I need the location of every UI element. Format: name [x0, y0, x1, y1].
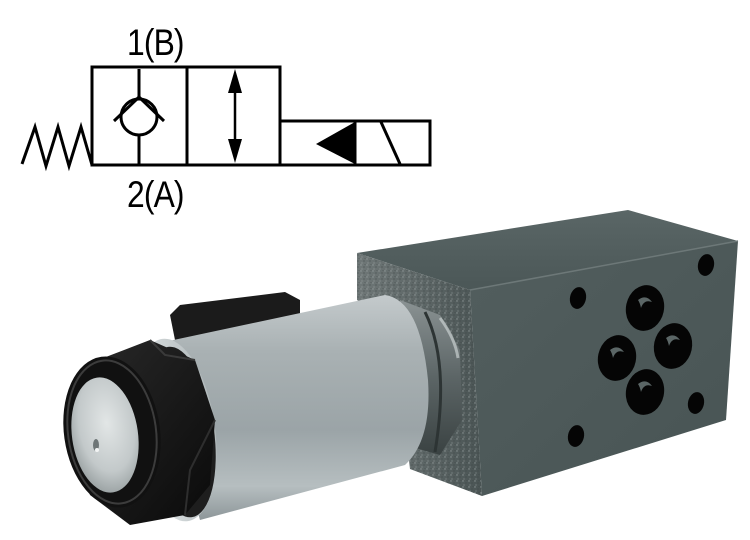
solenoid-triangle-icon: [316, 122, 355, 164]
bolt-hole-icon: [687, 392, 705, 414]
port-label-2a: 2(A): [127, 174, 185, 215]
connector-housing: [170, 292, 300, 340]
port-hole-icon: [625, 285, 665, 331]
bolt-hole-icon: [567, 425, 585, 447]
port-holes: [597, 285, 693, 415]
bolt-hole-icon: [569, 287, 587, 309]
solenoid-coil-icon: [379, 121, 402, 165]
valve-position-box-2: [185, 65, 282, 167]
end-cap: [71, 377, 139, 493]
check-seat-icon: [112, 94, 166, 123]
mounting-face-holes: [567, 254, 715, 447]
port-hole-icon: [625, 369, 665, 415]
port-label-1b: 1(B): [127, 22, 185, 63]
spring-icon: [20, 121, 94, 172]
port-hole-icon: [653, 323, 693, 369]
hydraulic-schematic: [20, 65, 432, 172]
bolt-hole-icon: [697, 254, 715, 276]
manual-override-icon: [93, 439, 99, 451]
port-hole-icon: [597, 335, 637, 381]
